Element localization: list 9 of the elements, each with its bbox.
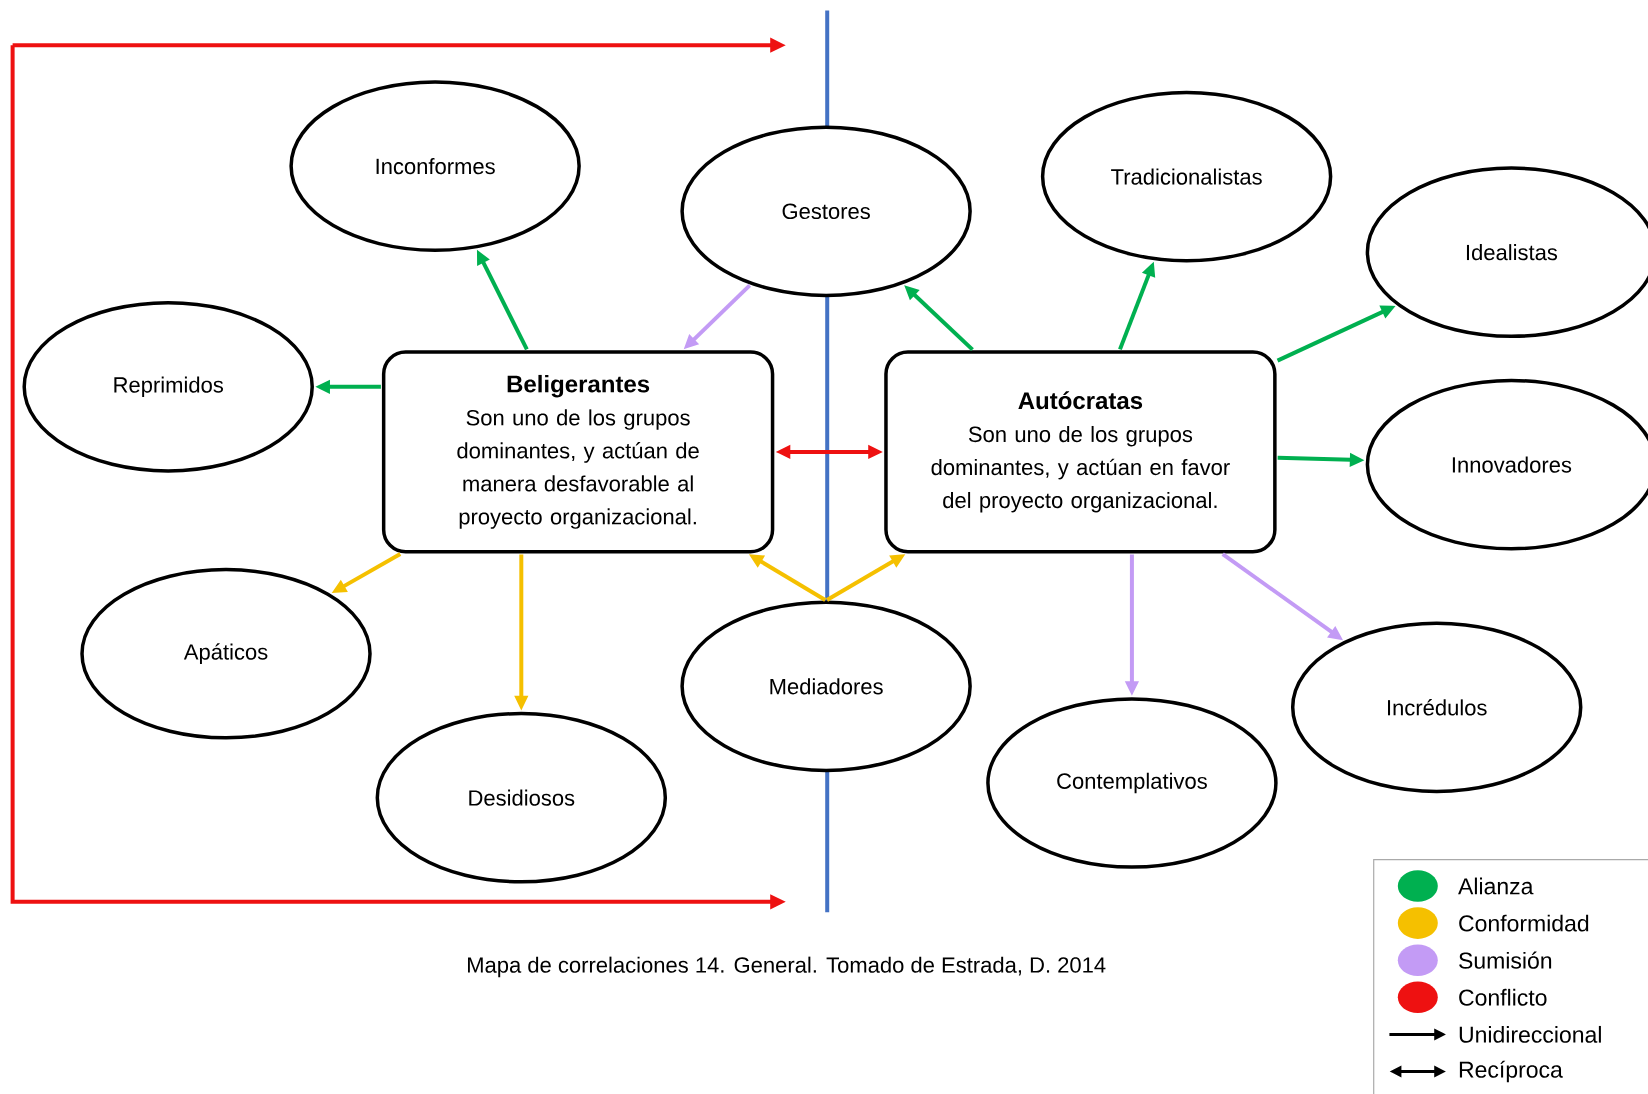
legend-label: Unidireccional	[1459, 1025, 1601, 1043]
caption: Mapa de correlaciones 14. General. Tomado de Estrada, D. 2014	[468, 956, 1106, 978]
legend-label: Conformidad	[1459, 914, 1589, 932]
group-box: Autócratas Son uno de los grupos dominantes, y actúan en favor del proyecto organizacional.	[884, 350, 1277, 554]
legend-label: Conflicto	[1459, 988, 1547, 1006]
legend-label: Sumisión	[1459, 951, 1552, 969]
legend-label: Recíproca	[1459, 1060, 1563, 1083]
legend-label: Alianza	[1458, 877, 1534, 895]
group-box: Beligerantes Son uno de los grupos dominantes, y actúan de manera desfavorable al proyecto organizacional.	[381, 350, 775, 554]
